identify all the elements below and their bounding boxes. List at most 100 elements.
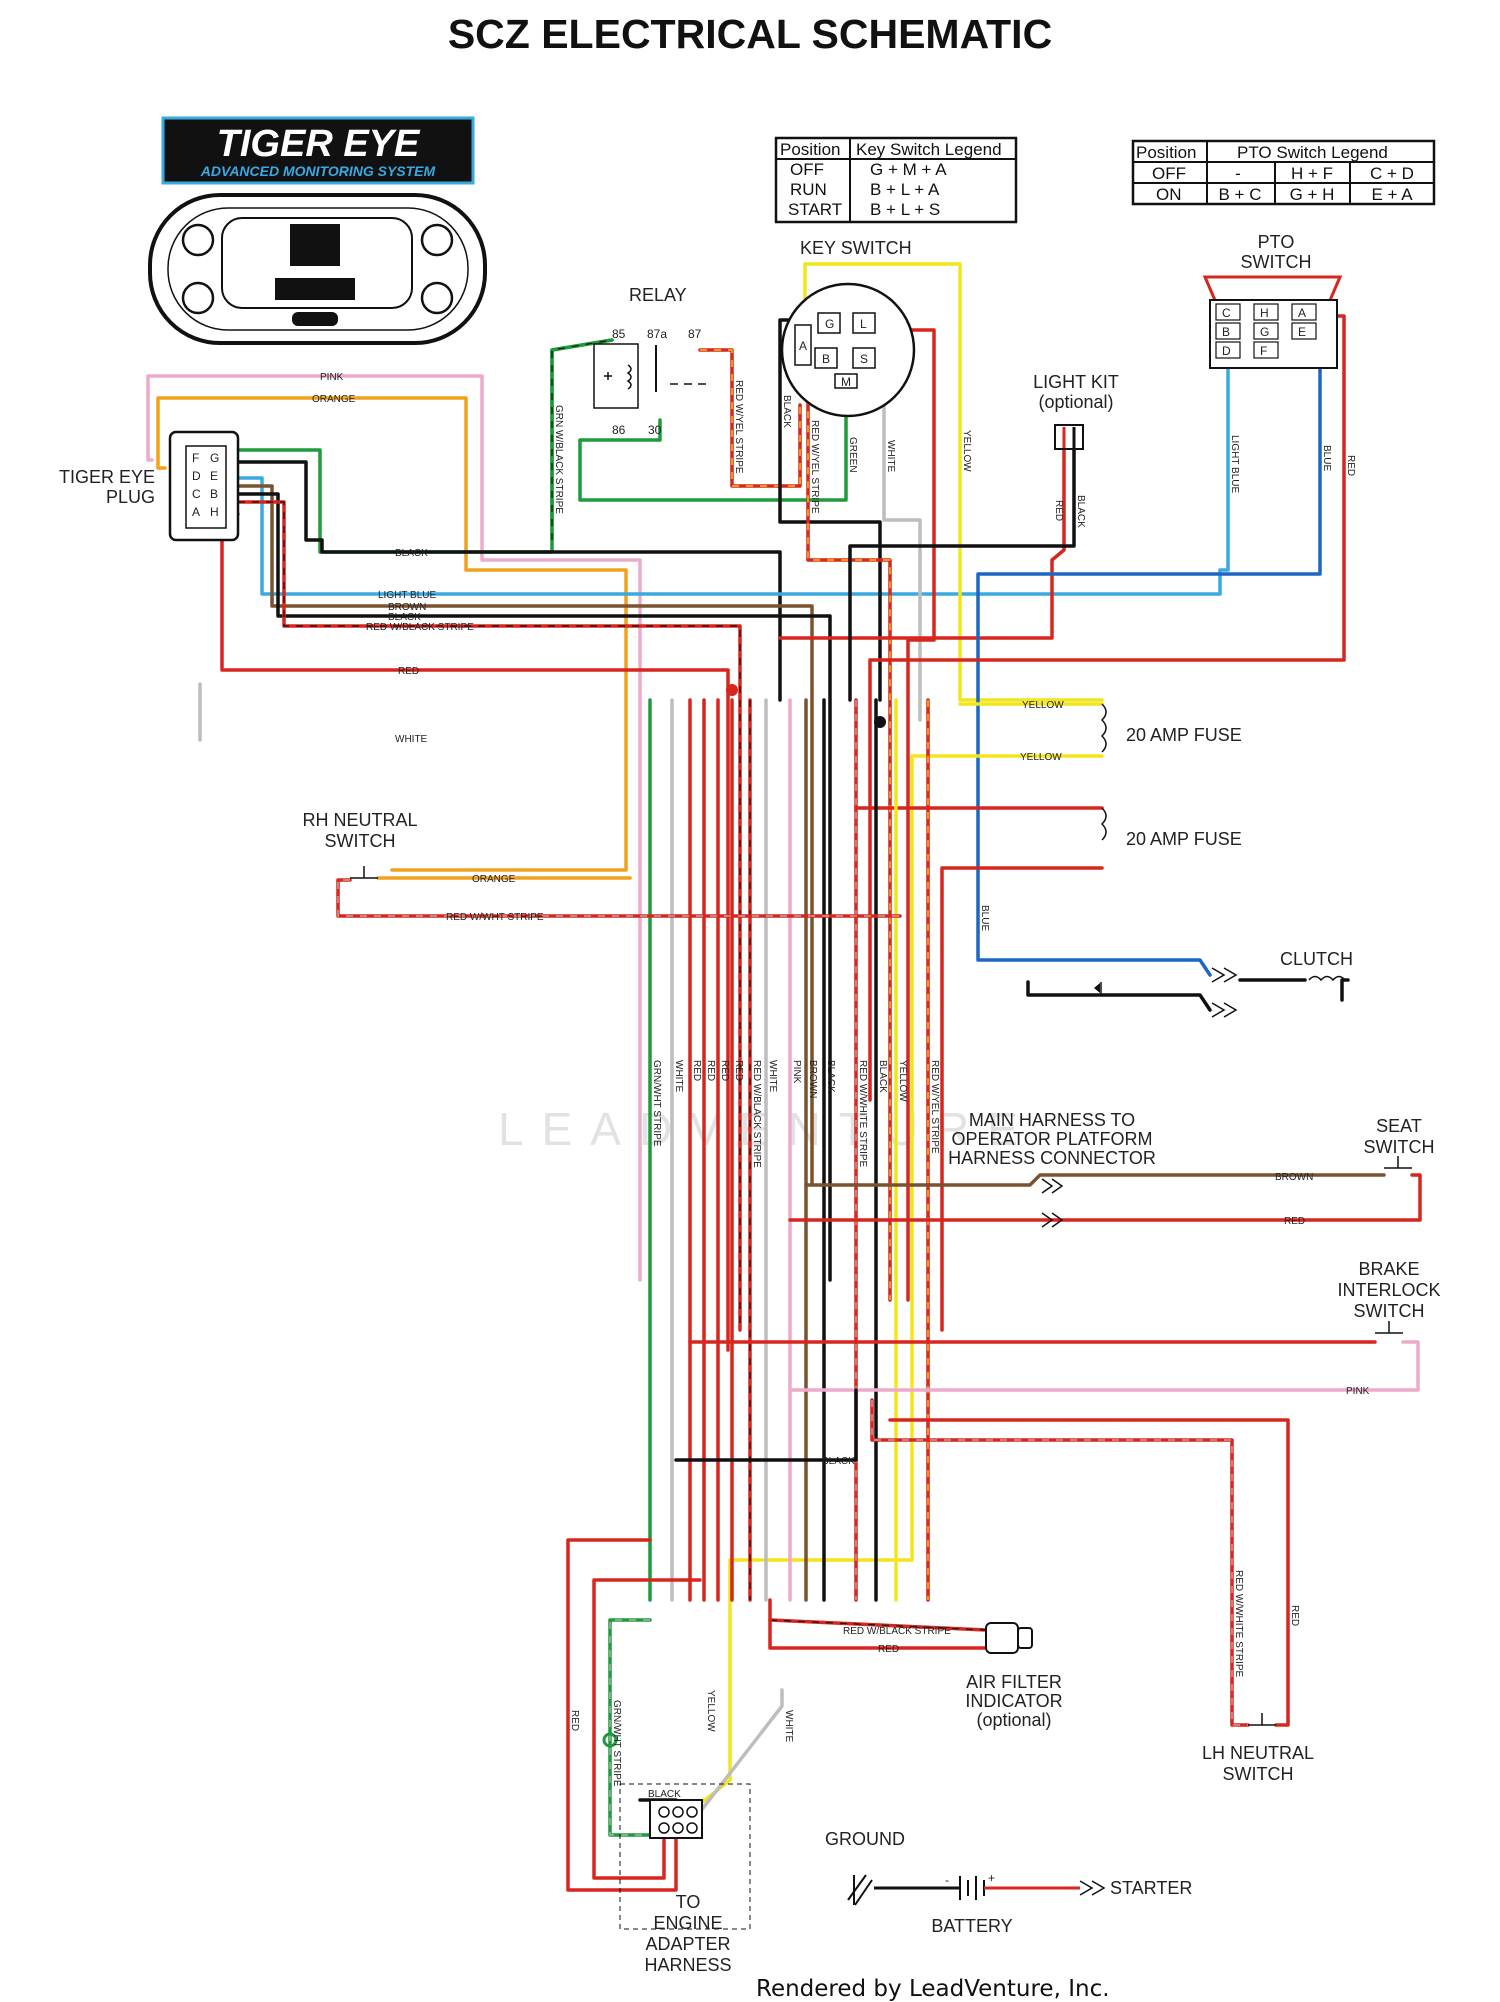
- wire-label-black-low: BLACK: [822, 1456, 855, 1467]
- clutch-black: [1026, 980, 1212, 1012]
- fuse-2-label: 20 AMP FUSE: [1126, 829, 1242, 849]
- logo-tagline: ADVANCED MONITORING SYSTEM: [200, 163, 436, 179]
- starter-connector: [1079, 1880, 1106, 1896]
- wiring: [146, 262, 1422, 1896]
- key-pin-b: B: [822, 352, 830, 366]
- wire-label-v14: YELLOW: [897, 1060, 908, 1102]
- key-switch-label: KEY SWITCH: [800, 238, 912, 258]
- wire-label-black-key: BLACK: [781, 395, 792, 428]
- seat-switch-label-2: SWITCH: [1364, 1137, 1435, 1157]
- junction-dot: [602, 1732, 618, 1748]
- wire-label-red-lh2: RED: [1289, 1605, 1300, 1626]
- relay-pin-85: 85: [612, 327, 626, 341]
- tiger-eye-plug-label-1: TIGER EYE: [59, 467, 155, 487]
- wire-label-red-lh: RED W/WHITE STRIPE: [1233, 1570, 1244, 1678]
- light-kit-label-1: LIGHT KIT: [1033, 372, 1119, 392]
- red-af: [768, 1598, 988, 1650]
- pto-legend-cell: G + H: [1290, 185, 1335, 204]
- plug-pin: G: [210, 451, 219, 465]
- pto-legend-header-position: Position: [1136, 143, 1196, 162]
- key-pin-m: M: [841, 375, 851, 389]
- wire-label-light-red: RED: [1053, 500, 1064, 521]
- wire-label-v13: BLACK: [877, 1060, 888, 1093]
- pto-pin-box: [1215, 322, 1241, 340]
- wire-label-v3: RED: [691, 1060, 702, 1081]
- key-legend-cell: RUN: [790, 180, 827, 199]
- tiger-eye-plug-label-2: PLUG: [106, 487, 155, 507]
- brake-interlock-label-3: SWITCH: [1354, 1301, 1425, 1321]
- clutch-connector: [1211, 967, 1238, 1018]
- wire-label-red-af: RED: [878, 1644, 899, 1655]
- plug-pin: F: [192, 451, 199, 465]
- lh-neutral-switch-symbol: [1248, 1713, 1276, 1726]
- engine-adapter-connector: [619, 1783, 751, 1930]
- light-red: [778, 446, 1066, 640]
- main-harness-label-1: MAIN HARNESS TO: [969, 1110, 1135, 1130]
- pto-switch-label-1: PTO: [1258, 232, 1295, 252]
- pto-pin-box: [1291, 322, 1317, 340]
- red-fuse-2b: [940, 866, 1104, 1332]
- seat-switch-symbol: [1384, 1156, 1412, 1169]
- key-switch-legend-table: Position Key Switch Legend OFF G + M + A…: [774, 136, 1018, 224]
- rh-neutral-switch-symbol: [350, 866, 378, 879]
- pto-pin-box: [1215, 341, 1241, 359]
- wire-label-yellow-key: YELLOW: [961, 430, 972, 472]
- wire-label-black2: BLACK: [388, 612, 421, 623]
- rh-neutral-label-1: RH NEUTRAL: [302, 810, 417, 830]
- engine-adapter-label-2: ENGINE: [653, 1913, 722, 1933]
- clutch-label: CLUTCH: [1280, 949, 1353, 969]
- red-lh-stripe: [871, 1400, 1248, 1726]
- plug-pin: H: [210, 505, 219, 519]
- battery-label: BATTERY: [931, 1916, 1012, 1936]
- fuse-1-label: 20 AMP FUSE: [1126, 725, 1242, 745]
- relay-pin-86: 86: [612, 423, 626, 437]
- air-filter-label-1: AIR FILTER: [966, 1672, 1062, 1692]
- pto-legend-cell: OFF: [1152, 164, 1186, 183]
- lh-neutral-label-2: SWITCH: [1223, 1764, 1294, 1784]
- yellow-key: [803, 262, 1104, 702]
- plug-pin: C: [192, 487, 201, 501]
- wire-label-green-key: GREEN: [847, 437, 858, 473]
- air-filter-label-3: (optional): [976, 1710, 1051, 1730]
- wire-label-white: WHITE: [395, 734, 428, 745]
- wire-label-red-yel-relay: RED W/YEL STRIPE: [733, 380, 744, 474]
- starter-label: STARTER: [1110, 1878, 1192, 1898]
- pto-pin-h: H: [1260, 306, 1269, 320]
- key-pin-l: L: [860, 317, 867, 331]
- pto-pin-box: [1253, 303, 1279, 321]
- key-pin-a: A: [799, 339, 807, 353]
- pto-pin-d: D: [1222, 344, 1231, 358]
- pto-legend-cell: -: [1235, 164, 1241, 183]
- logo-brand: TIGER EYE: [217, 123, 421, 165]
- pto-pin-e: E: [1298, 325, 1306, 339]
- monitor-display: [148, 193, 487, 345]
- pto-legend-cell: H + F: [1291, 164, 1333, 183]
- fuse-20a-2: [1100, 807, 1107, 841]
- wire-label-v15: RED W/YEL STRIPE: [929, 1060, 940, 1154]
- air-filter-label-2: INDICATOR: [965, 1691, 1062, 1711]
- wire-label-v6: RED: [733, 1060, 744, 1081]
- junction-dot: [726, 684, 738, 696]
- yellow-fuse-1b: [728, 754, 1104, 1782]
- pink-brake: [788, 1340, 1420, 1392]
- engine-adapter-label-1: TO: [676, 1892, 701, 1912]
- credit: Rendered by LeadVenture, Inc.: [756, 1976, 1110, 2002]
- pto-pin-c: C: [1222, 306, 1231, 320]
- wire-label-v8: WHITE: [767, 1060, 778, 1093]
- brown-wire: [236, 484, 814, 1187]
- wire-label-brown-seat: BROWN: [1275, 1172, 1313, 1183]
- relay-pin-30: 30: [648, 423, 662, 437]
- main-harness-label-3: HARNESS CONNECTOR: [948, 1148, 1156, 1168]
- pto-pin-a: A: [1298, 306, 1306, 320]
- red-lh2: [888, 1418, 1290, 1727]
- wire-label-black: BLACK: [395, 548, 428, 559]
- wire-label-v1: GRN/WHT STRIPE: [651, 1060, 662, 1147]
- relay-pin-87: 87: [688, 327, 702, 341]
- wire-label-v5: RED: [719, 1060, 730, 1081]
- key-legend-header-position: Position: [780, 140, 840, 159]
- clutch: [1094, 975, 1346, 994]
- plug-pin: B: [210, 487, 218, 501]
- blue-pto: [976, 338, 1322, 977]
- junction-dot: [874, 716, 886, 728]
- black-low: [674, 1388, 858, 1462]
